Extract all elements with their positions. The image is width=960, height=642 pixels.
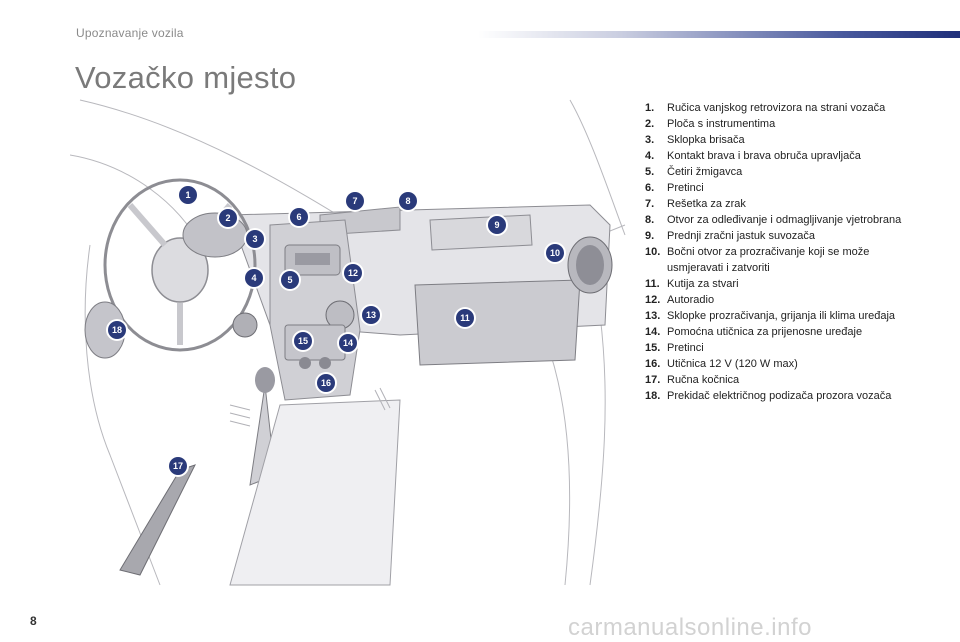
center-tunnel	[229, 399, 401, 586]
svg-text:5: 5	[287, 275, 292, 285]
callout-1: 1	[177, 184, 199, 206]
svg-text:6: 6	[296, 212, 301, 222]
legend-item: 1.Ručica vanjskog retrovizora na strani …	[645, 102, 886, 114]
watermark: carmanualsonline.info	[568, 614, 812, 641]
steering-wheel	[103, 178, 257, 352]
legend-item: 16.Utičnica 12 V (120 W max)	[645, 358, 798, 370]
floor-grille	[229, 387, 391, 427]
dashboard-body	[229, 204, 613, 401]
svg-text:2: 2	[225, 213, 230, 223]
svg-text:1: 1	[185, 190, 190, 200]
legend-item: 14.Pomoćna utičnica za prijenosne uređaj…	[645, 326, 863, 338]
ignition-lock	[232, 312, 258, 338]
callout-17: 17	[167, 455, 189, 477]
svg-text:18: 18	[112, 325, 122, 335]
legend-item: 7.Rešetka za zrak	[645, 198, 746, 210]
legend-item: 5.Četiri žmigavca	[645, 166, 743, 178]
svg-text:14: 14	[343, 338, 353, 348]
callout-16: 16	[315, 372, 337, 394]
callout-7: 7	[344, 190, 366, 212]
callout-10: 10	[544, 242, 566, 264]
callout-18: 18	[106, 319, 128, 341]
header-accent-bar	[478, 31, 960, 38]
callout-13: 13	[360, 304, 382, 326]
svg-text:4: 4	[251, 273, 256, 283]
page-number: 8	[30, 614, 37, 628]
legend-item: 10.Bočni otvor za prozračivanje koji se …	[645, 246, 870, 274]
legend-item: 8.Otvor za odleđivanje i odmagljivanje v…	[645, 214, 902, 226]
callout-8: 8	[397, 190, 419, 212]
legend-item: 18.Prekidač električnog podizača prozora…	[645, 390, 892, 402]
callout-11: 11	[454, 307, 476, 329]
callout-14: 14	[337, 332, 359, 354]
callout-12: 12	[342, 262, 364, 284]
svg-text:9: 9	[494, 220, 499, 230]
legend-item: 15.Pretinci	[645, 342, 704, 354]
callout-9: 9	[486, 214, 508, 236]
dashboard-illustration: 1 2 3 4 5 6 7 8 9 10 11 12 13 14 15 16 1…	[70, 99, 626, 586]
svg-text:7: 7	[352, 196, 357, 206]
section-label: Upoznavanje vozila	[76, 26, 184, 40]
svg-text:17: 17	[173, 461, 183, 471]
legend-item: 9.Prednji zračni jastuk suvozača	[645, 230, 815, 242]
handbrake	[119, 464, 196, 576]
callout-5: 5	[279, 269, 301, 291]
legend-item: 3.Sklopka brisača	[645, 134, 745, 146]
svg-text:15: 15	[298, 336, 308, 346]
svg-text:10: 10	[550, 248, 560, 258]
svg-text:11: 11	[460, 313, 470, 323]
svg-text:8: 8	[405, 196, 410, 206]
legend-item: 11.Kutija za stvari	[645, 278, 739, 290]
svg-text:16: 16	[321, 378, 331, 388]
legend-item: 2.Ploča s instrumentima	[645, 118, 776, 130]
legend-item: 6.Pretinci	[645, 182, 704, 194]
legend-item: 12.Autoradio	[645, 294, 715, 306]
legend-item: 4.Kontakt brava i brava obruča upravljač…	[645, 150, 861, 162]
svg-text:12: 12	[348, 268, 358, 278]
legend-item: 17.Ručna kočnica	[645, 374, 740, 386]
legend-item: 13.Sklopke prozračivanja, grijanja ili k…	[645, 310, 896, 322]
legend-list: 1.Ručica vanjskog retrovizora na strani …	[645, 100, 905, 404]
callout-2: 2	[217, 207, 239, 229]
callout-4: 4	[243, 267, 265, 289]
callout-6: 6	[288, 206, 310, 228]
svg-text:13: 13	[366, 310, 376, 320]
callout-15: 15	[292, 330, 314, 352]
svg-text:3: 3	[252, 234, 257, 244]
callout-3: 3	[244, 228, 266, 250]
page-title: Vozačko mjesto	[75, 60, 297, 95]
